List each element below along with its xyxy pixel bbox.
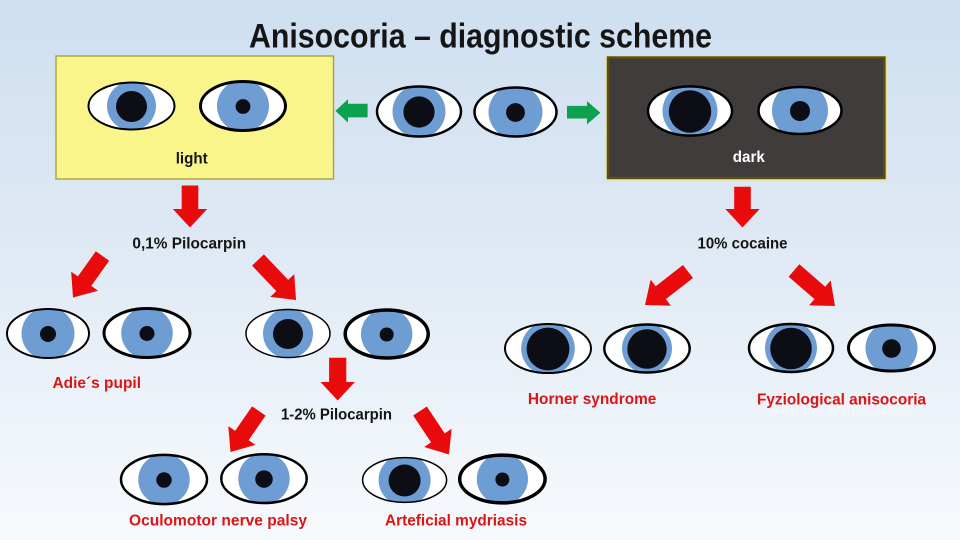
svg-text:Oculomotor nerve palsy: Oculomotor nerve palsy bbox=[129, 513, 307, 530]
svg-text:Anisocoria – diagnostic scheme: Anisocoria – diagnostic scheme bbox=[249, 18, 712, 56]
svg-text:Stav po embolizaci: Stav po embolizaci bbox=[764, 401, 911, 418]
svg-text:10% cocaine: 10% cocaine bbox=[698, 236, 788, 253]
svg-text:dark: dark bbox=[733, 149, 765, 166]
svg-text:Fyziological anisocoria: Fyziological anisocoria bbox=[757, 392, 926, 409]
svg-text:Adie´s pupil: Adie´s pupil bbox=[53, 375, 142, 392]
svg-text:Horner syndrome: Horner syndrome bbox=[528, 391, 657, 408]
svg-text:1-2% Pilocarpin: 1-2% Pilocarpin bbox=[281, 407, 392, 424]
svg-text:0,1% Pilocarpin: 0,1% Pilocarpin bbox=[132, 236, 246, 253]
svg-text:light: light bbox=[176, 151, 209, 168]
svg-text:Arteficial mydriasis: Arteficial mydriasis bbox=[385, 513, 527, 530]
